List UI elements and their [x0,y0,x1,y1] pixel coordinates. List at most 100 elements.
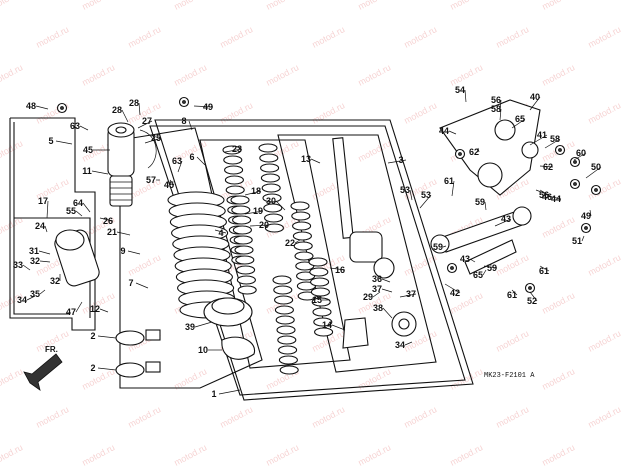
callout-number: 20 [259,220,269,230]
callout-leader [127,250,141,255]
watermark-text: motod.ru [310,24,346,50]
callout-5: 5 [48,136,73,146]
watermark-text: motod.ru [540,62,576,88]
watermark-text: motod.ru [80,366,116,392]
callout-58: 58 [491,104,502,121]
callout-number: 63 [172,156,182,166]
callout-leader [482,269,487,276]
watermark-text: motod.ru [310,100,346,126]
callout-27: 27 [137,116,153,129]
callout-leader [82,202,91,213]
callout-number: 27 [142,116,152,126]
watermark-text: motod.ru [0,138,24,164]
callout-number: 52 [527,296,537,306]
callout-35: 35 [30,289,46,299]
callout-leader [26,295,36,301]
callout-number: 15 [312,295,322,305]
watermark-text: motod.ru [264,62,300,88]
callout-number: 33 [13,260,23,270]
callout-63: 63 [172,156,183,173]
callout-number: 32 [30,256,40,266]
watermark-text: motod.ru [218,24,254,50]
callout-6: 6 [189,152,206,166]
callout-number: 44 [551,194,561,204]
callout-number: 49 [581,211,591,221]
callout-leader [249,224,270,227]
callout-leader [188,120,193,131]
callout-33: 33 [13,260,31,271]
callout-number: 40 [530,92,540,102]
watermark-text: motod.ru [402,404,438,430]
watermark-text: motod.ru [540,290,576,316]
callout-16: 16 [329,265,346,275]
callout-number: 7 [128,278,133,288]
watermark-text: motod.ru [172,62,208,88]
callout-number: 65 [515,114,525,124]
callout-number: 37 [372,284,382,294]
callout-leader [55,140,73,145]
callout-55: 55 [66,206,83,217]
callout-leader [381,288,393,293]
callout-number: 31 [29,246,39,256]
callout-number: 47 [66,307,76,317]
callout-leader [483,265,498,269]
callout-32: 32 [30,256,51,266]
watermark-text: motod.ru [0,0,24,12]
watermark-text: motod.ru [356,0,392,12]
callout-leader [135,282,149,289]
callout-number: 53 [421,190,431,200]
watermark-text: motod.ru [34,24,70,50]
callout-number: 35 [30,289,40,299]
callout-leader [294,239,301,244]
callout-11: 11 [82,166,109,176]
callout-47: 47 [66,301,83,317]
callout-leader [469,258,476,263]
callout-2: 2 [90,363,117,373]
callout-leader [535,189,550,196]
callout-37: 37 [372,284,393,294]
watermark-text: motod.ru [586,328,622,354]
callout-number: 6 [189,152,194,162]
callout-59: 59 [475,197,487,211]
callout-leader [442,245,447,248]
callout-leader [275,200,286,211]
watermark-text: motod.ru [494,24,530,50]
watermark-text: motod.ru [0,366,24,392]
callout-59: 59 [433,242,447,252]
callout-leader [97,335,117,339]
callout-number: 62 [543,162,553,172]
callout-number: 38 [373,303,383,313]
callout-number: 59 [475,197,485,207]
callout-number: 56 [539,190,549,200]
callout-58: 58 [544,134,561,149]
callout-65: 65 [473,269,487,280]
callout-leader [372,291,381,298]
callout-number: 1 [211,389,216,399]
watermark-text: motod.ru [586,404,622,430]
callout-45: 45 [83,145,110,155]
watermark-text: motod.ru [264,0,300,12]
callout-leader [382,307,393,319]
callout-layer: 1223456789101112131415161718192021222324… [13,85,602,399]
watermark-text: motod.ru [402,100,438,126]
callout-leader [573,152,587,161]
callout-number: 48 [26,101,36,111]
callout-number: 61 [444,176,454,186]
callout-leader [75,301,83,313]
callout-leader [529,291,538,302]
callout-number: 16 [335,265,345,275]
callout-30: 30 [266,196,286,211]
watermark-text: motod.ru [126,24,162,50]
callout-number: 34 [17,295,27,305]
watermark-text: motod.ru [540,0,576,12]
callout-15: 15 [312,295,330,305]
callout-number: 12 [90,304,100,314]
callout-21: 21 [107,227,131,237]
callout-leader [387,159,407,164]
callout-number: 5 [48,136,53,146]
callout-number: 19 [253,206,263,216]
callout-4: 4 [214,228,227,238]
callout-number: 64 [73,198,83,208]
callout-number: 22 [285,238,295,248]
